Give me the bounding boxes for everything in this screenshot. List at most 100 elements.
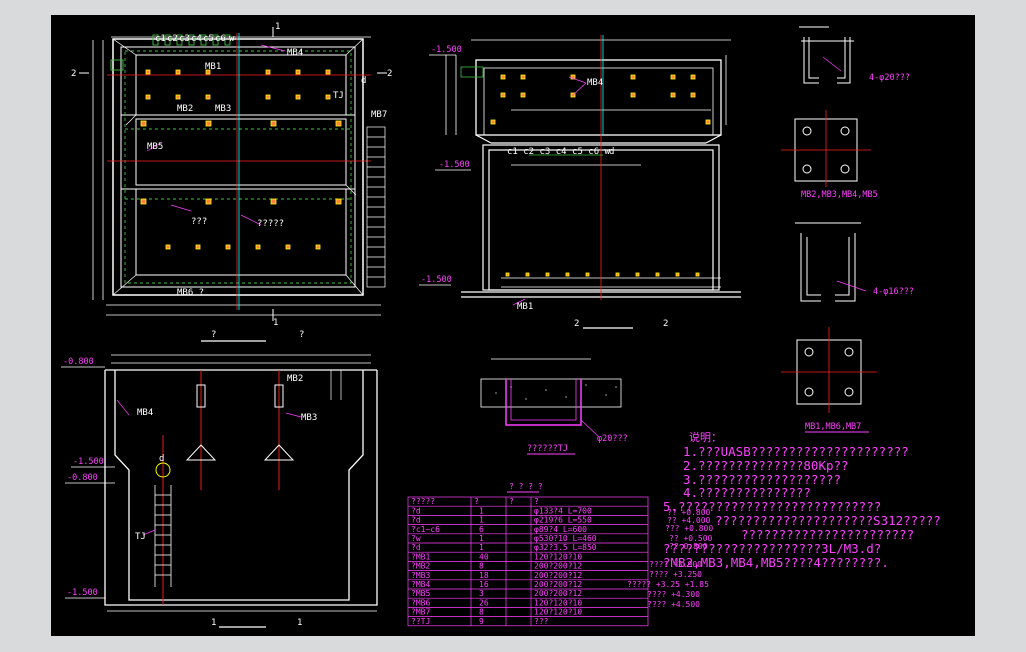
elev-label-tags: c1 c2 c3 c4 c5 c6 w [507,147,611,157]
table-cell-spec: φ89?4 L=600 [534,525,587,534]
sec11-label-mb2: MB2 [287,374,303,384]
tj-detail-title: ??????TJ [527,444,568,454]
tj-detail: φ20??? ??????TJ [480,358,628,455]
plan-tag-c6: c6 [215,34,226,44]
table-cell-name: ??TJ [411,617,430,626]
elev-label-d: d [609,147,614,157]
table-cell-name: ?MB5 [411,589,430,598]
table-cell-spec: φ219?6 L=550 [534,516,592,525]
plan-label-d: d [361,76,366,86]
plan-tag-c5: c5 [203,34,214,44]
note-line: ?MB2,MB3,MB4,MB5????4????????. [663,555,889,570]
plan-title-left: ? [211,330,216,340]
elev-level-2: -1.500 [439,160,470,170]
table-cell-qty: 26 [479,598,489,607]
table-cell-spec: 200?200?12 [534,562,582,571]
table-cell-qty: 8 [479,562,484,571]
plan-tag-c3: c3 [179,34,190,44]
plan-label-q1: ??? [191,217,207,227]
table-cell-qty: 1 [479,506,484,515]
elev-level-1: -1.500 [431,45,462,55]
note-level-line: ?? +4.000 [667,516,711,525]
note-level-line: ???? +4.300 [647,590,700,599]
table-cell-qty: 6 [479,525,484,534]
table-cell-qty: 1 [479,516,484,525]
plan-label-q2: ????? [257,219,284,229]
note-level-line: ?? +0.800 [667,508,711,517]
table-cell-qty: 3 [479,589,484,598]
note-level-line: ????? +3.25 +1.85 [627,580,709,589]
note-line: 4.??????????????? [683,485,811,500]
plan-label-mb5: MB5 [147,142,163,152]
elev-label-mb1: MB1 [517,302,533,312]
table-cell-spec: 120?120?10 [534,608,582,617]
note-line: 5.??????????????????????????? [663,499,881,514]
plan-title-right: ? [299,330,304,340]
note-line: 1.???UASB????????????????????? [683,444,909,459]
plan-tag-c1: c1 [155,34,166,44]
note-line: 2.??????????????80Kp?? [683,458,849,473]
table-cell-spec: φ133?4 L=700 [534,506,592,515]
table-cell-qty: 1 [479,534,484,543]
plan-label-mb2: MB2 [177,104,193,114]
table-cell-qty: 40 [479,552,489,561]
notes-block: 说明： 1.???UASB?????????????????????2.????… [627,430,941,609]
note-level-line: ???? +4.500 [647,600,700,609]
plan-label-mb6: MB6 ? [177,288,204,298]
table-cell-qty: 9 [479,617,484,626]
cad-drawing-sheet: c1 c2 c3 c4 c5 c6 w d 1 1 2 2 MB4 MB1 MB… [51,15,975,636]
detail-mb2-caption: MB2,MB3,MB4,MB5 [801,190,878,200]
note-level-line: ???? +3.250 [649,570,702,579]
table-cell-spec: φ530?10 L=460 [534,534,597,543]
plan-section-mark-left: 2 [71,69,76,79]
table-cell-spec: 120?120?10 [534,552,582,561]
plan-section-mark-right: 2 [387,69,392,79]
plan-label-mb3: MB3 [215,104,231,114]
table-cell-qty: 18 [479,571,489,580]
section-2-2-view: -1.500 -1.500 -1.500 MB4 c1 c2 c3 c4 c5 … [419,35,741,329]
table-cell-spec: φ32?3.5 L=850 [534,543,597,552]
note-line: ??????????????????????? [741,527,914,542]
table-cell-name: ?d [411,516,421,525]
table-cell-spec: 200?200?12 [534,571,582,580]
sec11-level-4: -1.500 [67,588,98,598]
detail-mb1-caption: MB1,MB6,MB7 [805,422,861,432]
plan-section-mark-top: 1 [275,22,280,32]
note-line: ?????????????????????S312????? [715,513,941,528]
tj-detail-phi: φ20??? [597,434,628,444]
detail-phi16: 4-φ16??? [873,287,914,297]
table-cell-name: ?d [411,543,421,552]
table-cell-name: ?MB3 [411,571,430,580]
table-cell-spec: ??? [534,617,549,626]
sec11-label-tj: TJ [135,532,146,542]
notes-title: 说明： [689,430,722,444]
table-cell-spec: 120?120?10 [534,598,582,607]
elev-label-mb4: MB4 [587,78,603,88]
note-level-line: ??? +0.800 [665,524,713,533]
note-line: ?????????????????????3L/M3.d? [663,541,881,556]
plan-tag-w: w [229,34,235,44]
note-level-line: ???? +3.900 [649,560,702,569]
embedded-part-details: 4-φ20??? MB2,MB3,MB4,MB5 4-φ16??? MB1,MB… [781,26,914,433]
plan-tag-c2: c2 [167,34,178,44]
sec11-level-1: -0.800 [63,357,94,367]
section-1-1-view: -0.800 -1.500 -0.800 -1.500 MB2 MB3 MB4 … [61,354,378,628]
table-cell-name: ?MB6 [411,598,430,607]
table-cell-spec: 200?200?12 [534,589,582,598]
plan-tag-c4: c4 [191,34,202,44]
sec11-label-mb4: MB4 [137,408,153,418]
plan-label-mb7: MB7 [371,110,387,120]
table-cell-name: ?MB4 [411,580,430,589]
table-header-cell: ? [509,497,514,506]
sec11-title-right: 1 [297,618,302,628]
table-cell-name: ?w [411,534,421,543]
table-cell-name: ?d [411,506,421,515]
plan-label-mb4: MB4 [287,48,303,58]
sec11-label-d: d [159,454,164,464]
table-cell-qty: 8 [479,608,484,617]
table-cell-qty: 1 [479,543,484,552]
table-header-cell: ? [474,497,479,506]
note-level-line: ?? 0.800 [669,542,708,551]
table-title: ? ? ? ? [509,482,543,491]
